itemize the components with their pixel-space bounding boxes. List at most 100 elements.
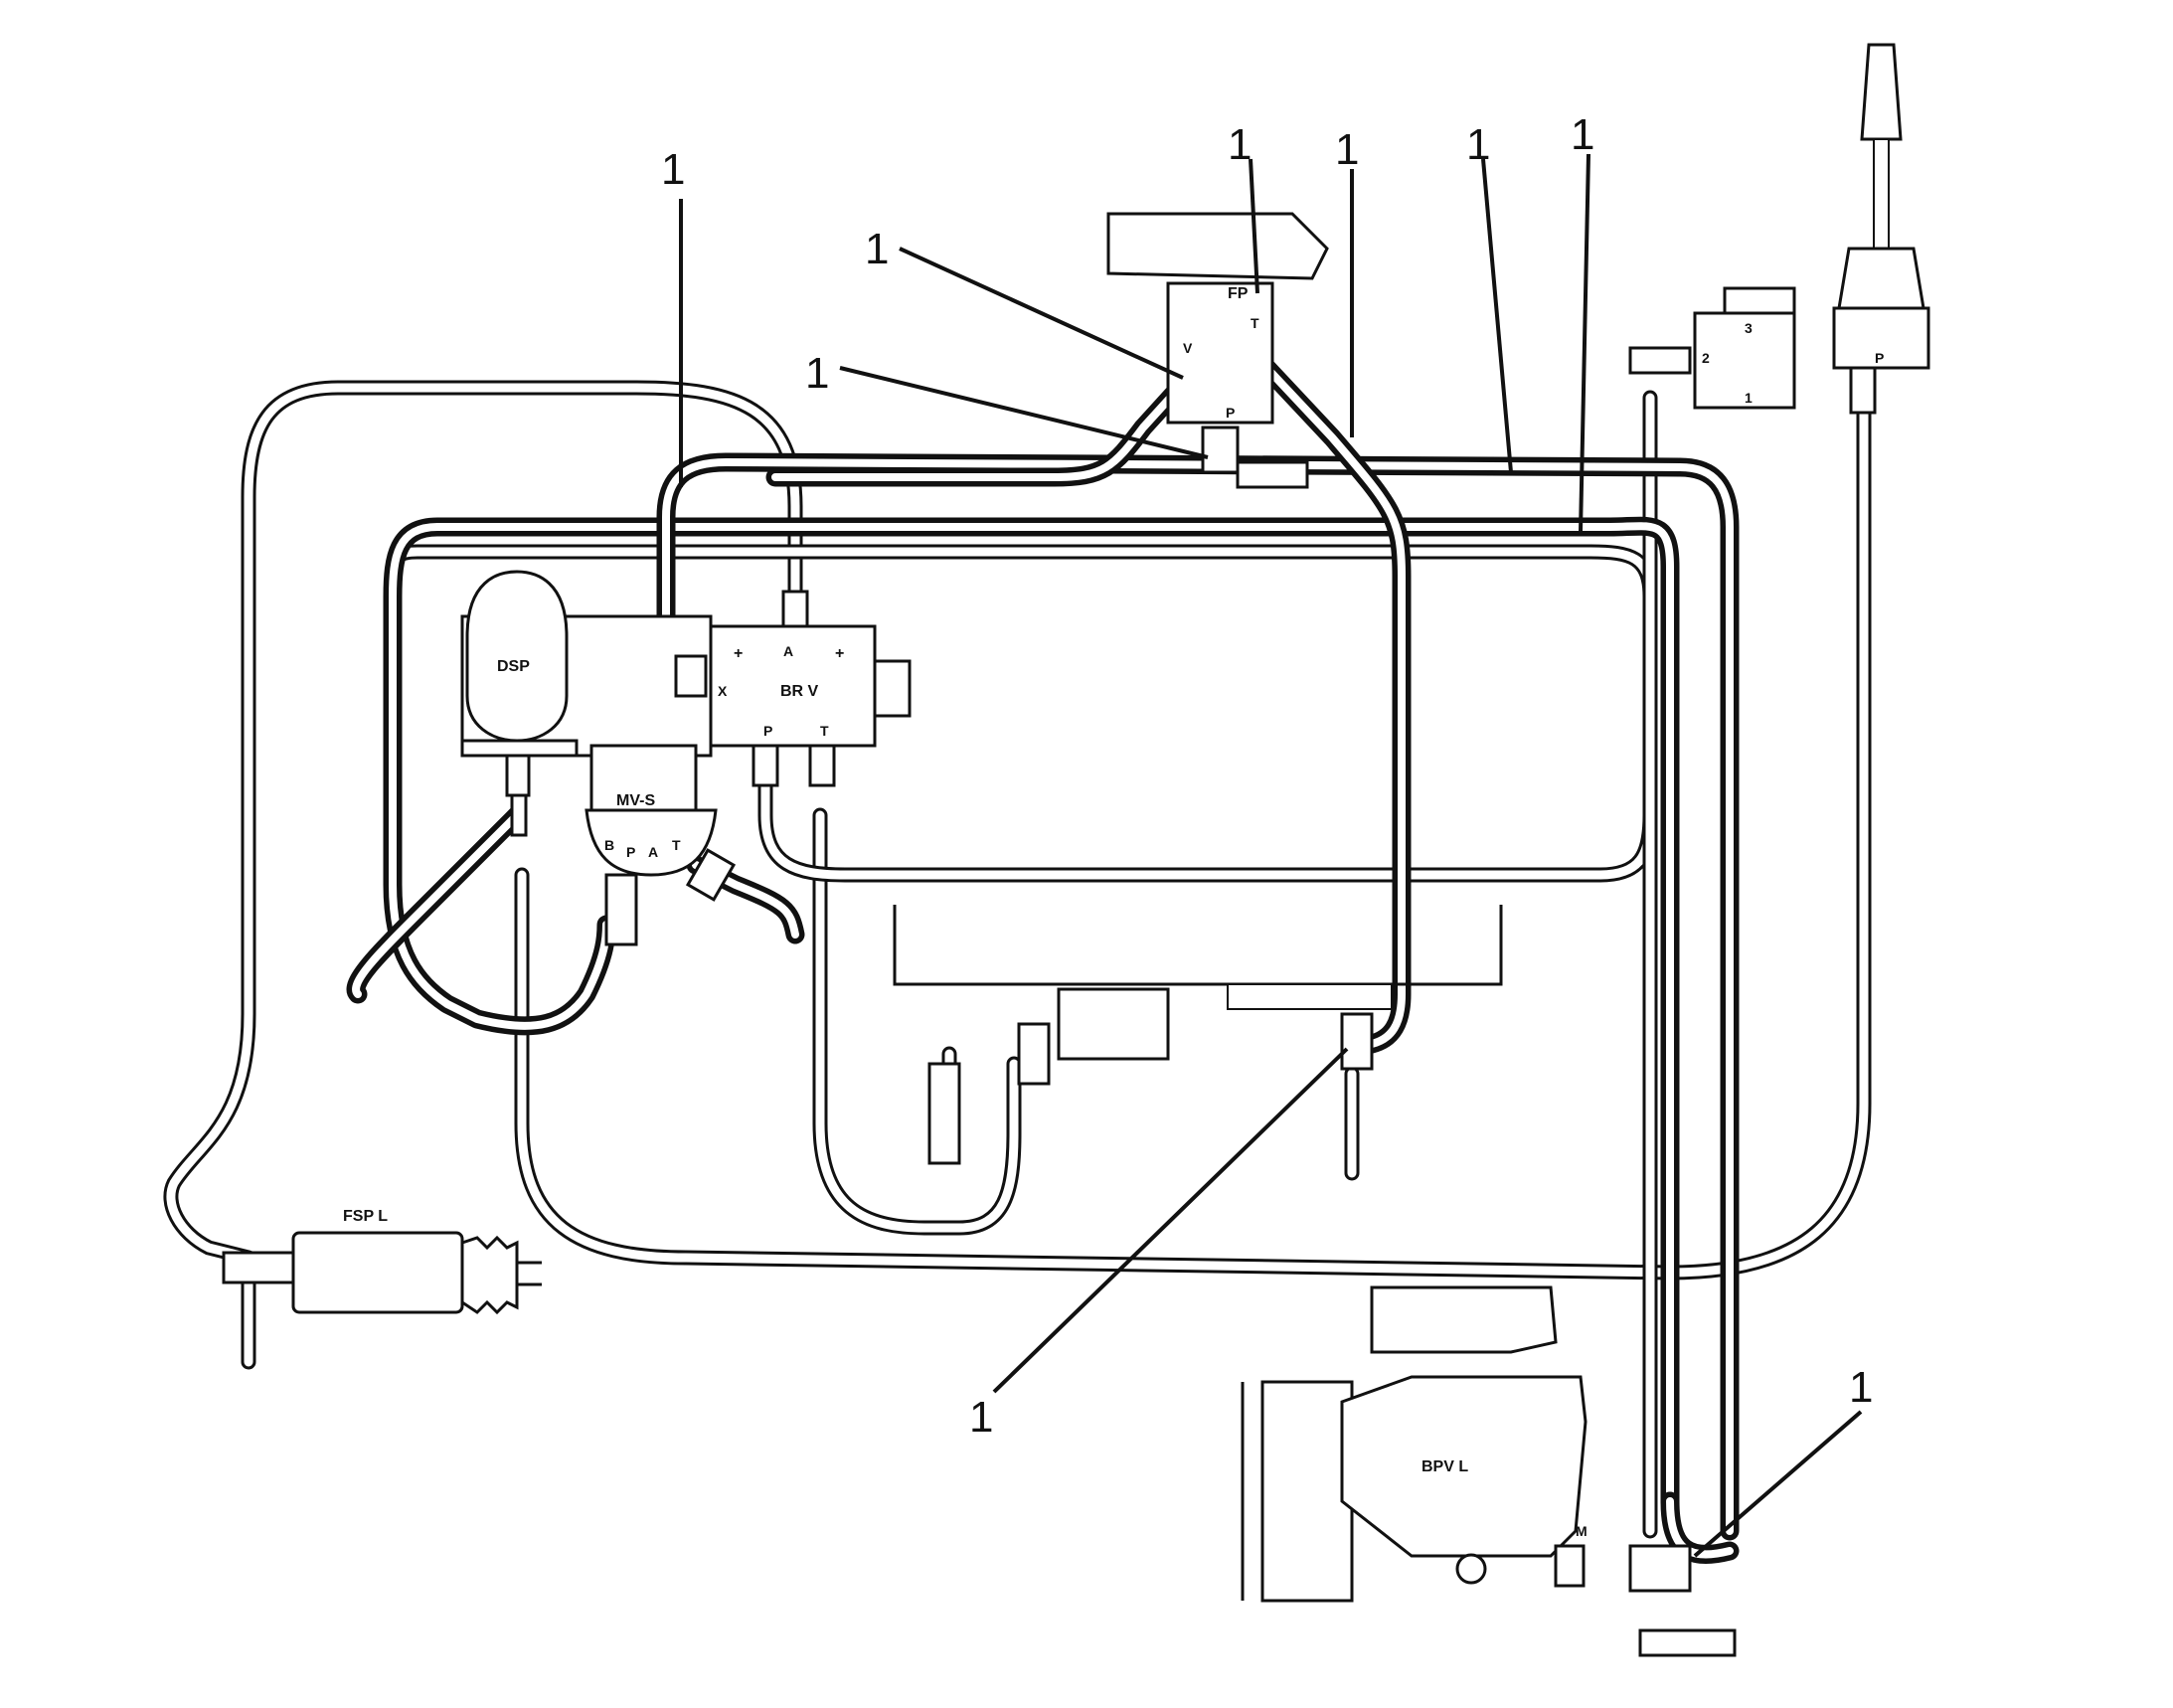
leader-4	[1249, 158, 1259, 294]
thick-hose-outer-loop-inner	[389, 522, 1674, 1505]
tank-hose-end	[927, 1062, 961, 1165]
callout-8: 1	[969, 1393, 993, 1442]
lever-port-p: P	[1875, 350, 1884, 366]
bpvl-frame	[1241, 1382, 1264, 1601]
valve-port-2: 2	[1702, 350, 1710, 366]
brv-fitting-x	[674, 654, 708, 698]
callouts: 1 1 1 1 1 1 1 1 1	[661, 110, 1873, 1558]
fp-pedal-plate	[1106, 212, 1329, 280]
lever-shaft	[1873, 138, 1890, 259]
bpvl-label: BPV L	[1421, 1458, 1468, 1475]
thick-hose-brv-x-to-right-inner	[662, 458, 1734, 1535]
fspl-body	[291, 1231, 464, 1314]
hose-brv-to-fspl-inner	[166, 383, 800, 1263]
bpvl-outlet	[1638, 1628, 1737, 1657]
fp-port-t: T	[1251, 315, 1259, 331]
control-valve: 3 2 1	[1628, 286, 1796, 410]
bpvl-plug	[1455, 1553, 1487, 1585]
brv-fitting-t	[808, 744, 836, 787]
valve-fitting-top	[1723, 286, 1796, 315]
mvs-fitting-right	[685, 848, 737, 902]
thick-hose-dsp-left-inner	[352, 811, 521, 998]
brv-solenoid	[873, 659, 912, 718]
bpvl-manifold	[1628, 1544, 1692, 1593]
fp-fitting-p	[1201, 426, 1240, 474]
leader-2	[899, 247, 1184, 380]
fspl-rod	[517, 1261, 542, 1286]
thick-hose-fp-v-inner	[771, 369, 1197, 481]
thick-hoses	[346, 348, 1740, 1564]
valve-port-1: 1	[1745, 390, 1753, 406]
mvs-port-b: B	[604, 837, 614, 853]
mvs-port-p: P	[626, 844, 635, 860]
bpvl-fitting-m	[1554, 1544, 1586, 1588]
fp-port-v: V	[1183, 340, 1193, 356]
brv-plus-left: +	[734, 645, 743, 662]
dsp-fitting-2	[510, 793, 528, 837]
leader-3	[839, 366, 1209, 459]
leader-9	[1693, 1410, 1863, 1558]
thick-hose-fp-t-inner	[1254, 354, 1406, 1048]
lever-boot	[1837, 247, 1925, 310]
tank	[893, 905, 1503, 1165]
mvs-label: MV-S	[616, 792, 655, 809]
brv-port-x: X	[718, 683, 728, 699]
fp-foot-pedal: FP V T P	[1106, 212, 1329, 489]
bpvl-motor-top	[1370, 1285, 1558, 1354]
leader-6	[1481, 158, 1513, 473]
mvs-valve: MV-S B P A T	[585, 744, 737, 946]
fp-body	[1166, 281, 1274, 425]
brv-port-a: A	[783, 643, 793, 659]
brv-valve: BR V A P T X + +	[674, 590, 912, 787]
brv-label: BR V	[780, 683, 819, 700]
fspl-tee	[222, 1251, 295, 1284]
leader-7	[1579, 153, 1590, 533]
mvs-port-a: A	[648, 844, 658, 860]
dsp-fitting	[505, 754, 531, 797]
bpvl-flange	[1260, 1380, 1354, 1603]
callout-2: 1	[865, 225, 889, 273]
mvs-body	[585, 808, 718, 877]
bpvl-pump: BPV L M	[1241, 1285, 1737, 1657]
fp-fitting-p-out	[1236, 460, 1309, 489]
brv-port-p: P	[763, 723, 772, 739]
fspl-bellows	[460, 1235, 519, 1315]
brv-body	[709, 624, 877, 748]
thin-hoses	[163, 380, 1872, 1539]
callout-6: 1	[1466, 120, 1490, 169]
callout-1: 1	[661, 145, 685, 194]
mvs-port-t: T	[672, 837, 681, 853]
tank-block	[1227, 983, 1393, 1010]
mvs-fitting	[604, 873, 638, 946]
lever-grip	[1860, 43, 1903, 141]
hose-brv-t-u-loop-inner	[815, 810, 1019, 1233]
brv-fitting-a	[781, 590, 809, 628]
dsp-base	[460, 739, 579, 758]
dsp-body	[465, 570, 569, 743]
tank-motor	[1057, 987, 1170, 1061]
callout-9: 1	[1849, 1363, 1873, 1412]
tank-base	[893, 905, 1503, 986]
thick-hose-mvs-right-inner	[692, 861, 799, 939]
valve-fitting-left	[1628, 346, 1692, 375]
dsp-label: DSP	[497, 658, 530, 675]
joystick-lever: P	[1832, 43, 1930, 415]
leader-8	[992, 1047, 1349, 1394]
mvs-top	[589, 744, 698, 812]
brv-plus-right: +	[835, 645, 844, 662]
tank-fitting-left	[1017, 1022, 1051, 1086]
callout-3: 1	[805, 349, 829, 398]
brv-port-t: T	[820, 723, 829, 739]
control-valve-body	[1693, 311, 1796, 410]
fp-label: FP	[1228, 285, 1249, 302]
fp-port-p: P	[1226, 405, 1235, 421]
bpvl-port-m: M	[1576, 1523, 1588, 1539]
brv-fitting-p	[752, 744, 779, 787]
fspl-cylinder: FSP L	[222, 1208, 542, 1315]
tank-elbow	[1340, 1012, 1374, 1071]
callout-4: 1	[1228, 120, 1252, 169]
callout-5: 1	[1335, 125, 1359, 174]
lever-base	[1832, 306, 1930, 370]
